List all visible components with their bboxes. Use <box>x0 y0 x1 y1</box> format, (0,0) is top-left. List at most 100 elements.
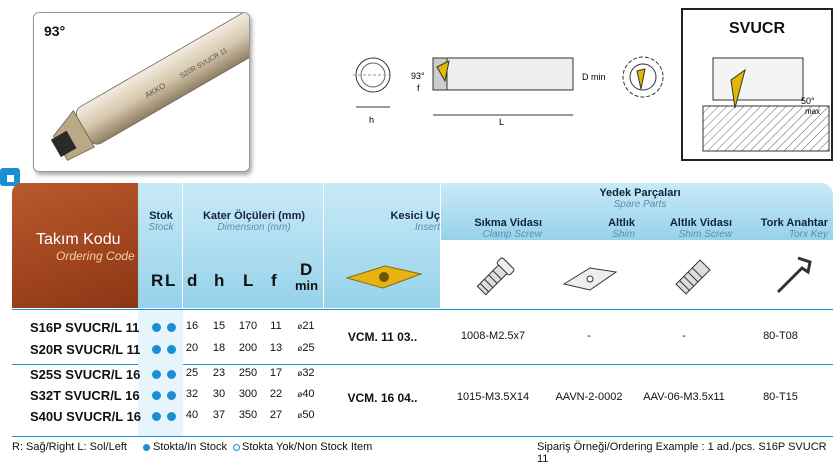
dim-h: 23 <box>212 367 226 379</box>
clamp-value: 1015-M3.5X14 <box>456 391 530 403</box>
torx-value: 80-T15 <box>763 391 798 403</box>
tool-code: S16P SVUCR/L 11 <box>30 320 140 335</box>
dmin-value: 40 <box>302 388 315 400</box>
dim-f: 17 <box>269 367 283 379</box>
dim-f: 22 <box>269 388 283 400</box>
col-f: f <box>271 271 277 290</box>
dmin-value: 50 <box>302 409 315 421</box>
dim-h: 37 <box>212 409 226 421</box>
dim-d: 20 <box>185 342 199 354</box>
in-stock-dot <box>143 444 150 451</box>
dmin-value: 32 <box>302 367 315 379</box>
dim-Dmin: ø25 <box>292 342 320 354</box>
svg-text:93°: 93° <box>411 71 425 81</box>
tool-code: S25S SVUCR/L 16 <box>30 367 141 382</box>
legend-text: R: Sağ/Right L: Sol/Left <box>12 441 127 453</box>
section-icon <box>0 168 20 186</box>
clamp-value: 1008-M2.5x7 <box>460 330 526 342</box>
svg-text:f: f <box>417 83 420 93</box>
dim-L: 200 <box>238 342 258 354</box>
dim-d: 40 <box>185 409 199 421</box>
dim-d: 25 <box>185 367 199 379</box>
dim-f: 13 <box>269 342 283 354</box>
dim-Dmin: ø50 <box>292 409 320 421</box>
diameter-symbol: ø <box>297 390 303 399</box>
dim-L: 300 <box>238 388 258 400</box>
dmin-value: 21 <box>302 320 315 332</box>
shimscrew-value: - <box>682 330 686 342</box>
col-h: h <box>214 271 225 290</box>
dim-d: 32 <box>185 388 199 400</box>
stock-L-dot <box>167 391 176 400</box>
torx-key-image <box>776 256 812 294</box>
dim-h: 18 <box>212 342 226 354</box>
stock-L-dot <box>167 412 176 421</box>
dim-h: 30 <box>212 388 226 400</box>
shim-image <box>562 267 618 291</box>
angle-label: 93° <box>44 23 66 39</box>
dim-Dmin: ø32 <box>292 367 320 379</box>
ordering-example: Sipariş Örneği/Ordering Example : 1 ad./… <box>537 441 827 465</box>
stock-R-dot <box>152 391 161 400</box>
tool-code-subtitle: Ordering Code <box>56 249 135 263</box>
non-stock-label: Stokta Yok/Non Stock Item <box>242 441 373 453</box>
shimscrew-value: AAV-06-M3.5x11 <box>643 391 725 403</box>
insert-value: VCM. 16 04.. <box>347 391 418 405</box>
col-D: D <box>300 260 313 279</box>
col-L: L <box>165 271 176 290</box>
tool-code: S20R SVUCR/L 11 <box>30 342 141 357</box>
col-length: L <box>243 271 254 290</box>
dmin-value: 25 <box>302 342 315 354</box>
diameter-symbol: ø <box>297 344 303 353</box>
svg-text:D min: D min <box>582 72 606 82</box>
stock-R-dot <box>152 370 161 379</box>
non-stock-dot <box>233 444 240 451</box>
dim-L: 170 <box>238 320 258 332</box>
shim-value: AAVN-2-0002 <box>555 391 623 403</box>
technical-drawing: h f 93° L D min <box>345 45 675 135</box>
in-stock-label: Stokta/In Stock <box>153 441 227 453</box>
svg-text:L: L <box>499 117 504 127</box>
dim-f: 27 <box>269 409 283 421</box>
dim-Dmin: ø21 <box>292 320 320 332</box>
shim-screw-image <box>675 259 711 295</box>
svg-text:max: max <box>805 107 820 116</box>
dim-d: 16 <box>185 320 199 332</box>
stock-R-dot <box>152 345 161 354</box>
diameter-symbol: ø <box>297 411 303 420</box>
col-min: min <box>295 278 319 293</box>
boring-bar-image: AKKO S20R SVUCR 11 <box>50 13 249 161</box>
diameter-symbol: ø <box>297 322 303 331</box>
clamp-screw-image <box>476 257 515 296</box>
tool-code: S32T SVUCR/L 16 <box>30 388 140 403</box>
col-d: d <box>187 271 198 290</box>
svg-text:h: h <box>369 115 374 125</box>
tool-code-header: Takım Kodu Ordering Code <box>12 183 138 308</box>
tool-code-title: Takım Kodu <box>36 231 121 248</box>
dim-L: 250 <box>238 367 258 379</box>
dim-h: 15 <box>212 320 226 332</box>
stock-R-dot <box>152 412 161 421</box>
tool-type-box: SVUCR 50° max <box>681 8 833 161</box>
insert-image <box>345 265 423 289</box>
stock-L-dot <box>167 345 176 354</box>
dim-L: 350 <box>238 409 258 421</box>
shim-value: - <box>587 330 591 342</box>
svg-text:50°: 50° <box>801 96 815 106</box>
insert-value: VCM. 11 03.. <box>347 330 418 344</box>
dim-Dmin: ø40 <box>292 388 320 400</box>
tool-type-title: SVUCR <box>728 20 785 37</box>
diameter-symbol: ø <box>297 369 303 378</box>
product-photo: 93° AKKO S20R SVUCR 11 <box>33 12 250 172</box>
torx-value: 80-T08 <box>763 330 798 342</box>
dim-f: 11 <box>270 320 282 332</box>
col-R: R <box>151 271 164 290</box>
tool-code: S40U SVUCR/L 16 <box>30 409 142 424</box>
